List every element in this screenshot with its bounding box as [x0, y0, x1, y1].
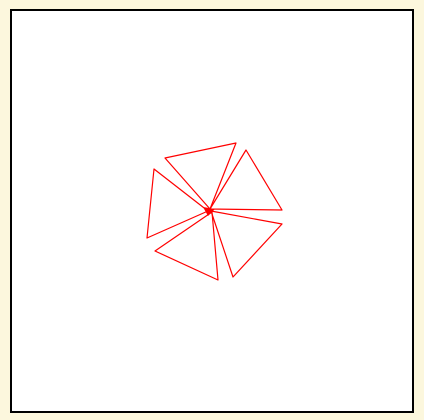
drawing-canvas: [10, 9, 414, 413]
triangle-2: [209, 149, 283, 211]
triangle-3: [210, 210, 283, 278]
center-hub: [203, 207, 215, 216]
pinwheel-figure: [146, 142, 283, 281]
triangle-4: [154, 211, 219, 281]
triangle-5: [146, 168, 209, 239]
triangle-1: [164, 142, 237, 210]
